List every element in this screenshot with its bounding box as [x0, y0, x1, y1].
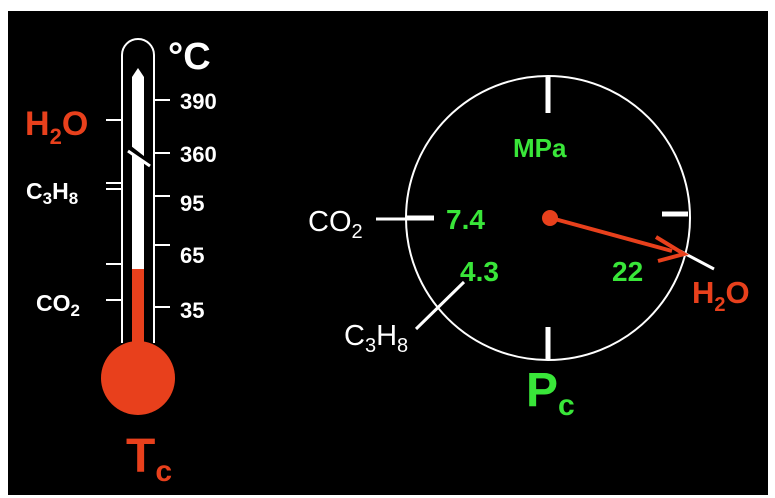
temp-tick-label: 390	[180, 89, 217, 114]
diagram-canvas: °C 390 360 95 65 35 H2O C3H8 CO2 Tc	[25, 36, 750, 488]
temp-tick-label: 95	[180, 191, 204, 216]
gauge-label-co2: CO2	[308, 206, 363, 243]
scale-break-mark	[128, 146, 150, 166]
thermometer-left-ticks	[106, 119, 122, 301]
gauge-pointer-c3h8	[414, 280, 466, 331]
thermometer: °C 390 360 95 65 35 H2O C3H8 CO2 Tc	[25, 36, 217, 488]
critical-temperature-label: Tc	[126, 430, 172, 488]
temp-tick-label: 35	[180, 298, 204, 323]
pressure-gauge: MPa 7.4 4.3 22 CO2 C3H8 H2O Pc	[308, 75, 750, 422]
gauge-label-c3h8: C3H8	[344, 320, 408, 357]
gauge-reading-co2: 7.4	[446, 204, 485, 235]
temp-tick-label: 65	[180, 243, 204, 268]
scale-break-line	[127, 149, 151, 168]
thermometer-label-h2o: H2O	[25, 105, 88, 149]
thermometer-white-column	[132, 68, 144, 269]
gauge-needle	[550, 216, 673, 253]
thermometer-label-co2: CO2	[36, 290, 80, 320]
temperature-unit-label: °C	[168, 36, 211, 78]
gauge-label-h2o: H2O	[692, 275, 750, 316]
thermometer-red-column	[132, 269, 144, 349]
gauge-reading-h2o: 22	[612, 256, 643, 287]
gauge-reading-c3h8: 4.3	[460, 256, 499, 287]
thermometer-tube-outline	[121, 38, 155, 343]
gauge-needle-arrowhead	[654, 235, 690, 263]
gauge-ticks	[406, 76, 688, 360]
temp-tick-label: 360	[180, 142, 217, 167]
thermometer-right-ticks	[154, 99, 170, 308]
critical-points-diagram: °C 390 360 95 65 35 H2O C3H8 CO2 Tc	[8, 11, 768, 495]
pressure-unit-label: MPa	[513, 133, 567, 163]
thermometer-label-c3h8: C3H8	[26, 178, 78, 208]
critical-pressure-label: Pc	[526, 364, 575, 422]
thermometer-bulb	[101, 341, 175, 415]
gauge-needle-hub	[542, 210, 558, 226]
